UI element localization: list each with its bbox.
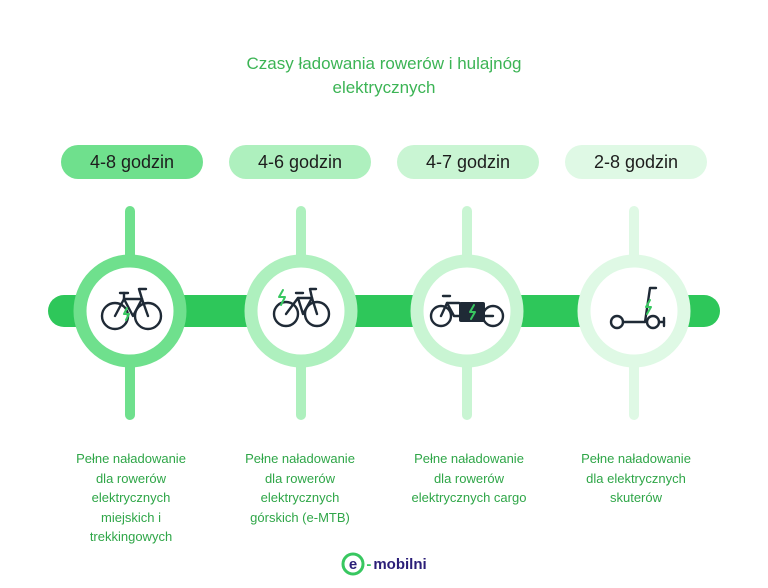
brand-logo: e - mobilni — [0, 551, 768, 577]
desc-line: dla rowerów — [433, 470, 505, 486]
title-line-1: Czasy ładowania rowerów i hulajnóg — [246, 54, 522, 73]
connector-top-4 — [629, 206, 639, 264]
connector-top-1 — [125, 206, 135, 264]
step-description-4: Pełne naładowanie dla elektrycznych skut… — [561, 449, 711, 508]
time-pill-4: 2-8 godzin — [565, 145, 707, 179]
time-pill-1: 4-8 godzin — [61, 145, 203, 179]
connector-bottom-1 — [125, 358, 135, 420]
desc-line: dla rowerów — [264, 470, 336, 486]
logo-letter: e — [349, 556, 357, 573]
connector-bottom-4 — [629, 358, 639, 420]
desc-line: Pełne naładowanie — [414, 451, 524, 466]
step-description-1: Pełne naładowanie dla rowerów elektryczn… — [56, 449, 206, 547]
desc-line: miejskich i — [101, 509, 161, 525]
connector-bottom-2 — [296, 358, 306, 420]
desc-line: elektrycznych — [260, 490, 340, 505]
step-description-3: Pełne naładowanie dla rowerów elektryczn… — [394, 449, 544, 508]
desc-line: Pełne naładowanie — [581, 451, 691, 466]
cargo-e-bike-icon — [429, 294, 505, 328]
time-pill-2: 4-6 godzin — [229, 145, 371, 179]
connector-bottom-3 — [462, 358, 472, 420]
e-logo-icon: e — [341, 552, 365, 576]
page-title: Czasy ładowania rowerów i hulajnóg elekt… — [0, 52, 768, 100]
desc-line: dla elektrycznych — [586, 470, 686, 486]
connector-top-2 — [296, 206, 306, 264]
step-ring-1 — [73, 254, 187, 368]
desc-line: Pełne naładowanie — [245, 451, 355, 466]
desc-line: skuterów — [609, 490, 663, 505]
title-line-2: elektrycznych — [332, 78, 436, 97]
timeline-bar — [48, 295, 720, 327]
mountain-e-bike-icon — [272, 287, 331, 328]
e-scooter-icon — [609, 286, 666, 330]
step-ring-4 — [577, 254, 691, 368]
desc-line: dla rowerów — [95, 470, 167, 486]
step-ring-2 — [244, 254, 358, 368]
desc-line: elektrycznych cargo — [411, 490, 527, 505]
step-description-2: Pełne naładowanie dla rowerów elektryczn… — [225, 449, 375, 527]
desc-line: elektrycznych — [91, 490, 171, 505]
logo-dash: - — [366, 555, 372, 573]
desc-line: górskich (e-MTB) — [250, 509, 350, 525]
time-pill-3: 4-7 godzin — [397, 145, 539, 179]
connector-top-3 — [462, 206, 472, 264]
desc-line: trekkingowych — [89, 529, 173, 544]
brand-name: mobilni — [373, 555, 427, 573]
step-ring-3 — [410, 254, 524, 368]
desc-line: Pełne naładowanie — [76, 451, 186, 466]
city-e-bike-icon — [100, 287, 163, 331]
